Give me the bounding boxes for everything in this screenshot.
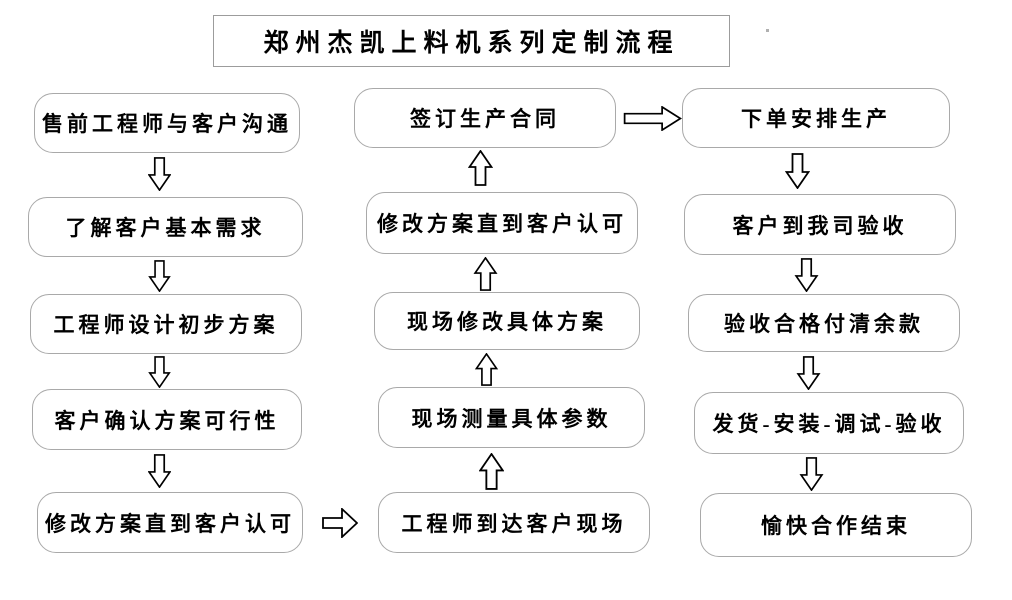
- flow-step-l1: 售前工程师与客户沟通: [34, 93, 300, 153]
- flow-step-m2: 修改方案直到客户认可: [366, 192, 638, 254]
- flow-step-l5: 修改方案直到客户认可: [37, 492, 303, 553]
- flow-arrow-right-icon: [623, 106, 682, 131]
- flow-arrow-up-icon: [473, 257, 498, 291]
- flow-arrow-down-icon: [794, 258, 819, 292]
- flow-step-m4: 现场测量具体参数: [378, 387, 645, 448]
- stray-dot: [766, 29, 769, 32]
- flow-step-r1: 下单安排生产: [682, 88, 950, 148]
- flow-arrow-down-icon: [148, 356, 171, 388]
- flow-step-m1: 签订生产合同: [354, 88, 616, 148]
- flow-arrow-down-icon: [148, 260, 171, 292]
- flow-arrow-up-icon: [474, 353, 499, 386]
- flow-step-r5: 愉快合作结束: [700, 493, 972, 557]
- flow-arrow-down-icon: [785, 153, 810, 189]
- flow-step-m5: 工程师到达客户现场: [378, 492, 650, 553]
- flow-step-r3: 验收合格付清余款: [688, 294, 960, 352]
- flowchart-title-box: 郑州杰凯上料机系列定制流程: [213, 15, 730, 67]
- flow-step-l3: 工程师设计初步方案: [30, 294, 302, 354]
- flow-arrow-down-icon: [796, 356, 821, 390]
- flow-step-l2: 了解客户基本需求: [28, 197, 303, 257]
- flow-arrow-down-icon: [148, 157, 171, 191]
- flow-step-l4: 客户确认方案可行性: [32, 389, 302, 450]
- flow-arrow-up-icon: [468, 150, 493, 186]
- flow-arrow-down-icon: [799, 457, 824, 491]
- flow-step-r2: 客户到我司验收: [684, 194, 956, 255]
- flow-arrow-down-icon: [148, 454, 171, 488]
- flowchart-title: 郑州杰凯上料机系列定制流程: [263, 30, 680, 57]
- flow-arrow-up-icon: [479, 453, 504, 490]
- flow-step-m3: 现场修改具体方案: [374, 292, 640, 350]
- flow-arrow-right-icon: [322, 508, 358, 538]
- flow-step-r4: 发货-安装-调试-验收: [694, 392, 964, 454]
